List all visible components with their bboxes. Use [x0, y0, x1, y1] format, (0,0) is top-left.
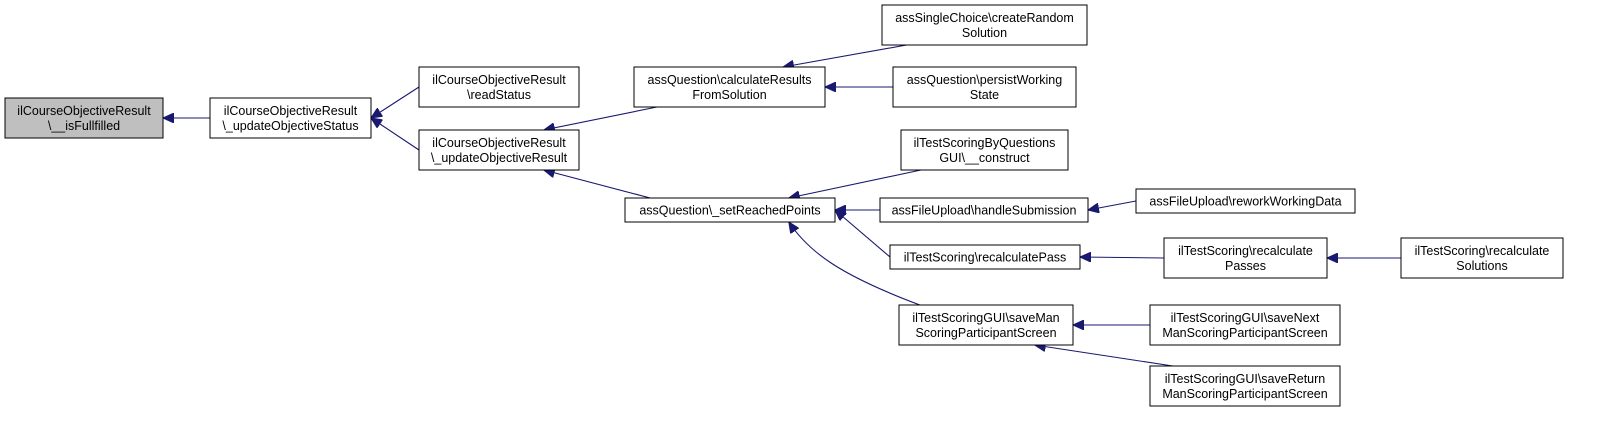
graph-node-assquestion-setreachedpoints[interactable]: assQuestion\_setReachedPoints [624, 197, 836, 223]
graph-node-ilcourseobjectiveresult-readstatus[interactable]: ilCourseObjectiveResult\readStatus [418, 66, 580, 108]
edge-n10-to-n5 [835, 210, 891, 258]
graph-node-iltestscoringgui-savereturn-manscoringparticipantscreen[interactable]: ilTestScoringGUI\saveReturnManScoringPar… [1149, 365, 1341, 407]
nodes-layer: ilCourseObjectiveResult\__isFullfilledil… [4, 4, 1564, 407]
node-box [900, 129, 1069, 171]
edge-n8-to-n5 [789, 169, 922, 198]
node-label: \_updateObjectiveStatus [222, 119, 358, 133]
node-box [1400, 237, 1564, 279]
node-label: \readStatus [467, 88, 531, 102]
node-label: assFileUpload\handleSubmission [892, 204, 1077, 218]
node-box [209, 97, 372, 139]
node-box [418, 66, 580, 108]
node-label: Passes [1225, 259, 1266, 273]
node-label: assQuestion\persistWorking [907, 73, 1062, 87]
node-box [879, 197, 1089, 223]
node-label: ilTestScoringGUI\saveNext [1171, 311, 1320, 325]
node-box [892, 66, 1077, 108]
node-label: Solution [962, 26, 1007, 40]
node-label: assQuestion\calculateResults [648, 73, 812, 87]
graph-node-assfileupload-reworkworkingdata[interactable]: assFileUpload\reworkWorkingData [1135, 188, 1356, 214]
graph-node-iltestscoring-recalculatepass[interactable]: ilTestScoring\recalculatePass [889, 244, 1081, 270]
edge-n11-to-n5 [789, 222, 921, 306]
node-label: FromSolution [692, 88, 766, 102]
edge-n13-to-n10 [1080, 257, 1165, 258]
node-box [624, 197, 836, 223]
node-label: State [970, 88, 999, 102]
graph-node-assfileupload-handlesubmission[interactable]: assFileUpload\handleSubmission [879, 197, 1089, 223]
node-label: \_updateObjectiveResult [431, 151, 568, 165]
node-box [1149, 304, 1341, 346]
edge-n4-to-n3 [544, 106, 658, 130]
node-box [1135, 188, 1356, 214]
graph-node-iltestscoringgui-saveman-scoringparticipantscreen[interactable]: ilTestScoringGUI\saveManScoringParticipa… [898, 304, 1074, 346]
node-box [881, 4, 1088, 46]
graph-node-ilcourseobjectiveresult-updateobjectiveresult[interactable]: ilCourseObjectiveResult\_updateObjective… [418, 129, 580, 171]
node-box [418, 129, 580, 171]
edge-n6-to-n4 [783, 44, 907, 67]
node-label: assSingleChoice\createRandom [895, 11, 1074, 25]
graph-node-iltestscoringgui-savenext-manscoringparticipantscreen[interactable]: ilTestScoringGUI\saveNextManScoringParti… [1149, 304, 1341, 346]
node-label: GUI\__construct [939, 151, 1030, 165]
node-label: ilTestScoringGUI\saveReturn [1165, 372, 1326, 386]
node-label: ilCourseObjectiveResult [432, 73, 566, 87]
node-box [4, 97, 164, 139]
node-label: assFileUpload\reworkWorkingData [1149, 195, 1341, 209]
node-label: \__isFullfilled [48, 119, 120, 133]
node-label: ManScoringParticipantScreen [1162, 387, 1327, 401]
node-label: ManScoringParticipantScreen [1162, 326, 1327, 340]
node-label: ilTestScoringGUI\saveMan [912, 311, 1059, 325]
node-label: ilTestScoring\recalculatePass [904, 251, 1067, 265]
edge-n2-to-n1 [371, 86, 420, 118]
edge-n15-to-n11 [1035, 345, 1173, 367]
node-label: ilCourseObjectiveResult [432, 136, 566, 150]
node-label: ScoringParticipantScreen [915, 326, 1056, 340]
graph-node-ilcourseobjectiveresult-updateobjectivestatus[interactable]: ilCourseObjectiveResult\_updateObjective… [209, 97, 372, 139]
node-label: ilTestScoring\recalculate [1178, 244, 1313, 258]
node-box [889, 244, 1081, 270]
edge-n5-to-n3 [544, 170, 651, 199]
node-label: ilTestScoringByQuestions [914, 136, 1056, 150]
node-label: ilCourseObjectiveResult [224, 104, 358, 118]
node-box [898, 304, 1074, 346]
node-label: ilCourseObjectiveResult [17, 104, 151, 118]
node-label: ilTestScoring\recalculate [1415, 244, 1550, 258]
node-box [633, 66, 826, 108]
graph-node-ilcourseobjectiveresult-isfullfilled: ilCourseObjectiveResult\__isFullfilled [4, 97, 164, 139]
node-label: Solutions [1456, 259, 1507, 273]
edge-n3-to-n1 [371, 118, 420, 151]
edges-layer [163, 44, 1401, 367]
edge-n12-to-n9 [1088, 200, 1137, 210]
node-label: assQuestion\_setReachedPoints [639, 204, 820, 218]
node-box [1149, 365, 1341, 407]
node-box [1163, 237, 1328, 279]
